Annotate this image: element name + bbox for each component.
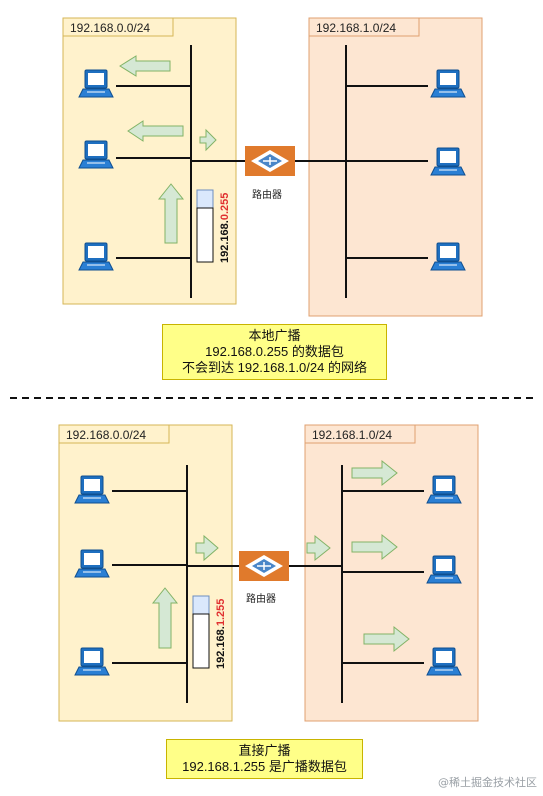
right-network-label-bg bbox=[304, 424, 416, 444]
caption-line: 192.168.1.255 是广播数据包 bbox=[182, 759, 347, 774]
packet-address-highlight: 0.255 bbox=[219, 193, 231, 221]
right-network-label: 192.168.1.0/24 bbox=[312, 428, 392, 442]
arrow-icon bbox=[157, 183, 185, 244]
caption-line: 192.168.0.255 的数据包 bbox=[205, 344, 344, 359]
arrow-icon bbox=[195, 534, 219, 562]
left-network-label-bg bbox=[62, 17, 174, 37]
arrow-icon bbox=[363, 625, 410, 653]
scenario-local-broadcast: 192.168.0.0/24 192.168.1.0/24 路由器 bbox=[62, 17, 483, 317]
arrow-icon bbox=[127, 120, 184, 142]
broadcast-arrows bbox=[119, 55, 217, 244]
right-network-label-bg bbox=[308, 17, 420, 37]
router-label: 路由器 bbox=[246, 592, 276, 605]
arrow-icon bbox=[199, 128, 217, 152]
arrow-icon bbox=[351, 459, 398, 487]
packet-icon bbox=[192, 595, 210, 669]
right-segment-lines bbox=[287, 465, 424, 703]
arrow-icon bbox=[351, 533, 398, 561]
caption-local-broadcast: 本地广播 192.168.0.255 的数据包 不会到达 192.168.1.0… bbox=[162, 324, 387, 380]
arrow-icon bbox=[119, 55, 171, 77]
packet-address: 192.168.1.255 bbox=[215, 599, 227, 669]
arrow-icon bbox=[151, 587, 179, 649]
packet-address: 192.168.0.255 bbox=[219, 193, 231, 263]
packet-address-prefix: 192.168. bbox=[215, 626, 227, 669]
left-network-label: 192.168.0.0/24 bbox=[70, 21, 150, 35]
caption-line: 不会到达 192.168.1.0/24 的网络 bbox=[182, 360, 367, 375]
caption-line: 本地广播 bbox=[248, 328, 301, 343]
right-network-label: 192.168.1.0/24 bbox=[316, 21, 396, 35]
right-segment-lines bbox=[293, 45, 428, 298]
broadcast-arrows bbox=[151, 459, 410, 653]
packet-address-highlight: 1.255 bbox=[215, 599, 227, 627]
left-network-label-bg bbox=[58, 424, 170, 444]
left-segment-lines bbox=[116, 45, 248, 298]
packet-icon bbox=[196, 189, 214, 263]
caption-line: 直接广播 bbox=[238, 743, 291, 758]
router-icon bbox=[244, 145, 296, 177]
arrow-icon bbox=[306, 534, 331, 562]
watermark: @稀土掘金技术社区 bbox=[438, 776, 537, 789]
left-segment-lines bbox=[112, 465, 241, 703]
caption-directed-broadcast: 直接广播 192.168.1.255 是广播数据包 bbox=[166, 739, 363, 779]
router-label: 路由器 bbox=[252, 188, 282, 201]
router-icon bbox=[238, 550, 290, 582]
left-network-label: 192.168.0.0/24 bbox=[66, 428, 146, 442]
scenario-directed-broadcast: 192.168.0.0/24 192.168.1.0/24 路由器 bbox=[58, 424, 479, 722]
packet-address-prefix: 192.168. bbox=[219, 220, 231, 263]
